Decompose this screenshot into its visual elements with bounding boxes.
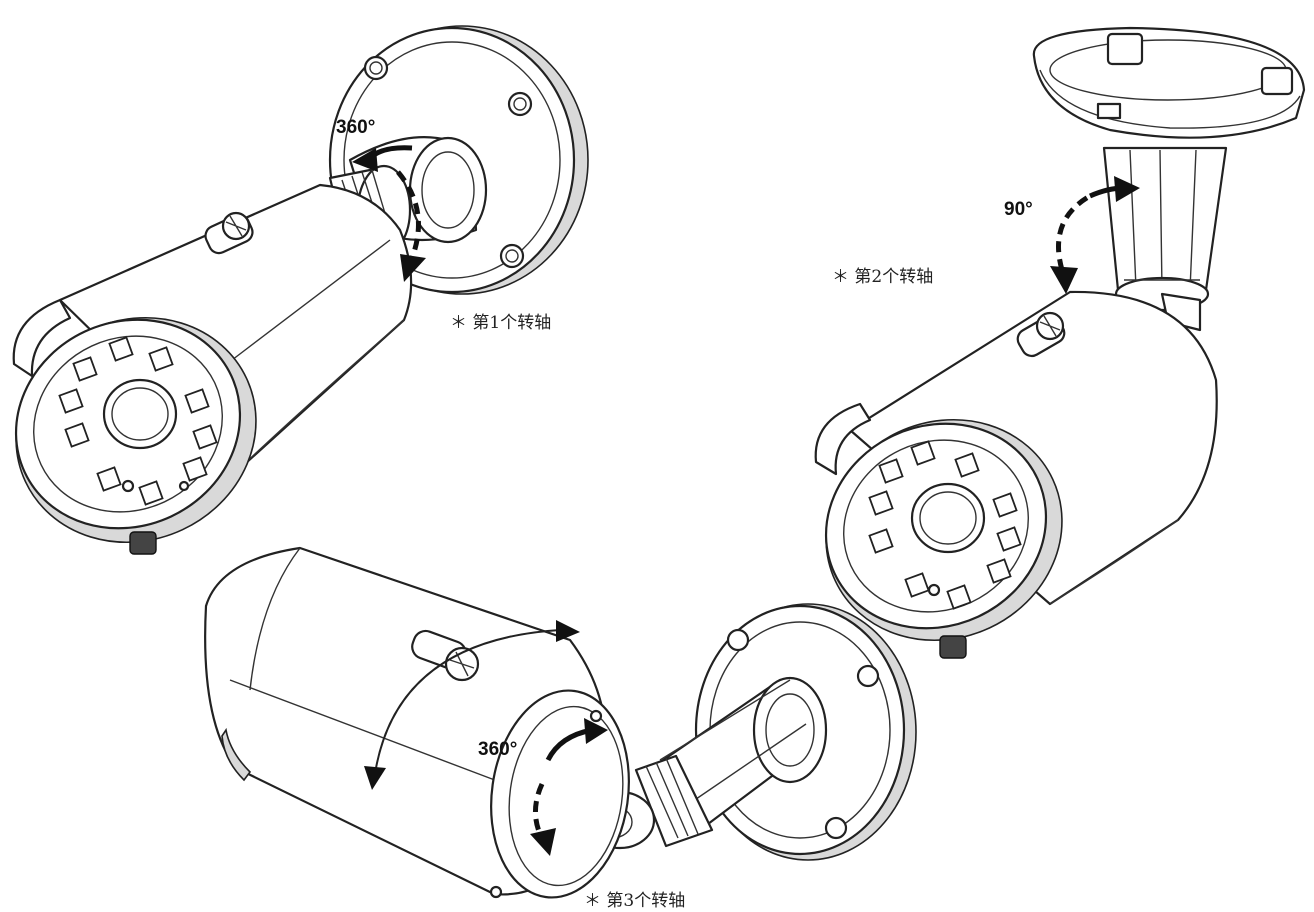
camera-2-angle-label: 90° [1004,199,1033,220]
camera-1-rotation-arrow [352,145,426,282]
camera-3-tilt-arrow [364,620,580,790]
camera-3: 360° ＊ 第3个转轴 [204,546,917,911]
camera-1-ir-led-ring [58,336,218,506]
camera-2-ir-led-ring [868,440,1022,610]
camera-1-front-bezel [12,298,257,555]
camera-1-axis-label: ＊ 第1个转轴 [450,313,551,333]
camera-2: 90° ＊ 第2个转轴 [814,26,1306,659]
camera-1-body [58,183,413,474]
camera-3-axis-label: ＊ 第3个转轴 [584,891,685,911]
camera-2-ceiling-mount [1032,26,1306,139]
camera-2-tilt-arrow [1050,176,1140,294]
camera-2-axis-label: ＊ 第2个转轴 [832,267,933,287]
camera-3-angle-label: 360° [478,739,517,760]
camera-3-rotation-arrow [530,718,608,856]
camera-3-body [204,546,630,899]
camera-2-front-bezel [814,402,1063,659]
camera-1-angle-label: 360° [336,117,375,138]
camera-2-body [848,290,1218,606]
camera-1: 360° ＊ 第1个转轴 [12,25,589,555]
